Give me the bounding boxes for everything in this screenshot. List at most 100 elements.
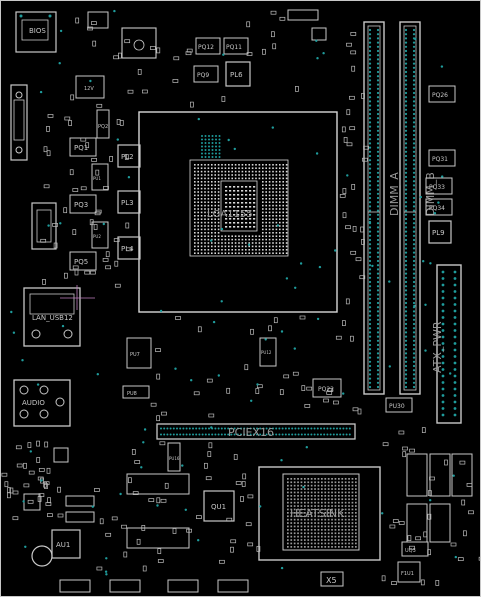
dimm-pin: [412, 196, 416, 200]
dimm-pin: [368, 54, 372, 57]
cpu-pad: [204, 211, 206, 214]
chipset-ball: [327, 505, 330, 507]
atx-pwr-label: ATX_PWR: [431, 321, 444, 373]
chipset-ball: [300, 484, 303, 487]
cpu-pad: [255, 249, 257, 251]
chipset-ball: [310, 508, 313, 511]
dimm-pin: [412, 129, 416, 132]
cpu-pad: [268, 177, 271, 180]
passive-component: [155, 348, 161, 352]
chipset-ball: [310, 539, 313, 541]
cpu-pad: [200, 184, 203, 186]
dimm-pin: [368, 289, 372, 292]
chipset-ball: [317, 501, 320, 504]
cpu-pad: [255, 167, 257, 169]
via: [452, 474, 455, 477]
dimm-pin: [404, 58, 408, 61]
dimm-pin: [368, 360, 372, 363]
dimm-pin: [412, 356, 416, 359]
pcie-pin: [182, 427, 185, 430]
passive-component: [245, 522, 252, 527]
dimm-pin: [404, 335, 408, 338]
pcie-pin: [313, 427, 316, 430]
dimm-pin: [412, 348, 416, 351]
cpu-pad: [251, 174, 254, 176]
cpu-pad: [207, 252, 210, 254]
cpu-core-pad: [249, 198, 252, 200]
chipset-ball: [317, 508, 320, 511]
cpu-pad: [262, 242, 264, 244]
dimm-pin: [368, 142, 372, 145]
chipset-ball: [338, 508, 340, 511]
passive-component: [409, 448, 415, 453]
dimm-pin: [368, 91, 372, 95]
chipset-ball: [334, 495, 337, 497]
via: [346, 174, 349, 177]
dimm-pin: [376, 339, 380, 342]
chipset-ball: [290, 491, 293, 494]
chipset-ball: [297, 501, 299, 504]
cpu-pad: [231, 249, 233, 251]
pcie-pin: [195, 427, 198, 430]
dimm-pin: [376, 259, 380, 263]
cpu-pad: [268, 194, 271, 197]
dimm-pin: [412, 310, 416, 313]
passive-component: [142, 89, 148, 94]
dimm-pin: [404, 385, 408, 389]
dimm-pin: [376, 318, 380, 321]
chipset-ball: [304, 501, 306, 504]
dimm-pin: [412, 301, 416, 305]
passive-component: [242, 473, 247, 480]
chipset-ball: [300, 546, 303, 548]
cpu-pad: [204, 181, 206, 183]
cpu-core-pad: [241, 218, 244, 220]
dimm-pin: [368, 129, 372, 132]
pcie-pin: [182, 433, 185, 436]
chipset-ball: [331, 529, 333, 531]
dimm-pin: [368, 133, 372, 137]
via: [294, 286, 297, 289]
dimm-pin: [412, 352, 416, 355]
cpu-pad: [265, 181, 267, 183]
atx-pin: [441, 290, 445, 293]
pcie-pin: [307, 433, 310, 436]
cpu-pad: [217, 218, 220, 220]
cpu-core-pad: [225, 222, 228, 224]
dimm-pin: [368, 385, 372, 389]
cpu-pad: [204, 167, 206, 169]
passive-component: [342, 212, 347, 219]
chipset-ball: [351, 525, 354, 528]
cpu-pad: [262, 198, 264, 200]
pcie-pin: [294, 427, 297, 430]
cpu-pad: [268, 201, 271, 203]
dimm-pin: [376, 293, 380, 296]
cpu-pad: [268, 221, 271, 224]
dimm-pin: [412, 108, 416, 111]
cpu-pad: [285, 238, 288, 241]
chipset-ball: [297, 532, 299, 535]
via: [276, 224, 280, 227]
passive-component: [134, 460, 141, 464]
au1-label: AU1: [56, 541, 70, 549]
chipset-ball: [324, 505, 327, 507]
cpu-pad: [211, 167, 213, 169]
pcie-pin: [259, 433, 262, 436]
cpu-pad: [272, 167, 274, 169]
pu2-chip: [91, 221, 109, 249]
passive-component: [381, 575, 386, 582]
chipset-ball: [304, 481, 306, 484]
cpu-teal-via: [211, 152, 214, 155]
chipset-ball: [314, 532, 316, 535]
pcie-pin: [204, 433, 207, 436]
cpu-pad: [217, 249, 220, 251]
cpu-pad: [224, 177, 227, 180]
dimm-pin: [376, 70, 380, 74]
cpu-pad: [241, 170, 244, 173]
dimm-pin: [376, 146, 380, 149]
header-block-lower-mid: [126, 473, 190, 549]
cpu-pad: [248, 242, 250, 244]
chipset-ball: [317, 498, 320, 501]
dimm-pin: [368, 255, 372, 258]
dimm-pin: [376, 331, 380, 334]
chipset-ball: [314, 484, 316, 487]
